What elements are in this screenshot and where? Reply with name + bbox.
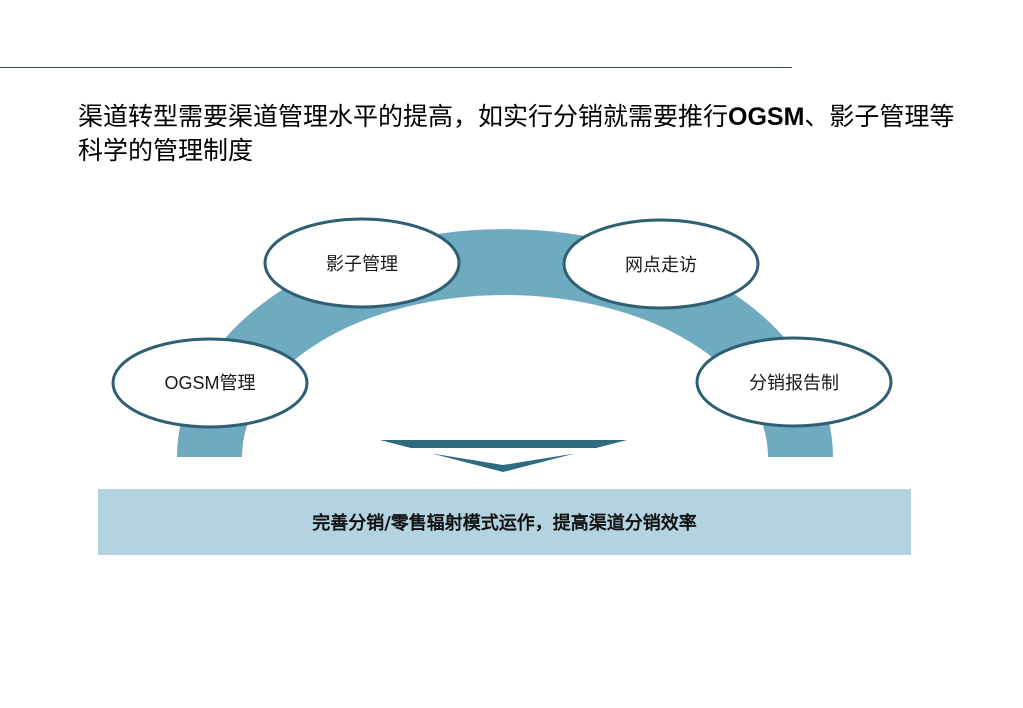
node-report-text: 分销报告制 xyxy=(749,373,839,394)
title-part-1: 渠道转型需要渠道管理水平的提高，如实行分销就需要推行 xyxy=(78,102,729,131)
down-chevron-inner xyxy=(398,448,609,465)
node-shadow-text: 影子管理 xyxy=(326,254,398,275)
node-outlet-visit: 网点走访 xyxy=(562,218,760,310)
node-outlet-text: 网点走访 xyxy=(625,255,697,276)
top-divider xyxy=(0,67,792,68)
node-ogsm-text-b: 管理 xyxy=(220,373,256,394)
node-ogsm-text-a: OGSM xyxy=(164,373,219,393)
page-title: 渠道转型需要渠道管理水平的提高，如实行分销就需要推行OGSM、影子管理等科学的管… xyxy=(78,100,958,167)
svg-text:OGSM管理: OGSM管理 xyxy=(164,373,255,394)
summary-bar: 完善分销/零售辐射模式运作，提高渠道分销效率 xyxy=(98,489,911,555)
title-part-2: OGSM xyxy=(728,103,805,131)
node-shadow-management: 影子管理 xyxy=(263,217,461,309)
summary-bar-text: 完善分销/零售辐射模式运作，提高渠道分销效率 xyxy=(312,513,697,534)
node-ogsm-management: OGSM管理 xyxy=(111,337,309,429)
title-part-3: 、影子管理等科学的管理制度 xyxy=(78,102,955,165)
node-distribution-report: 分销报告制 xyxy=(695,336,893,428)
